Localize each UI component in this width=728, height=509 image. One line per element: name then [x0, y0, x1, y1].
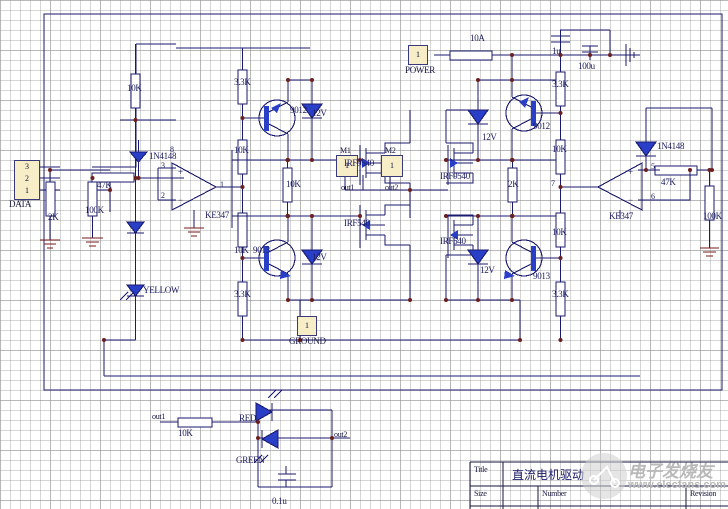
diode-label-12v-lower-right: 12V — [480, 265, 495, 275]
capacitor-label-01u: 0.1u — [272, 496, 287, 506]
mosfet-label-irf540-right: IRF540 — [440, 236, 466, 246]
resistor-label-100k-left: 100K — [85, 205, 104, 215]
opamp-left-pin-3: 3 — [161, 161, 165, 170]
opamp-right-plus: + — [628, 167, 633, 177]
watermark-brand: 电子发烧友 — [628, 462, 713, 482]
data-connector[interactable]: 3 2 1 — [14, 160, 40, 200]
power-connector[interactable]: 1 — [408, 45, 428, 65]
motor-m1-connector[interactable]: 1 — [336, 155, 358, 177]
data-connector-label: DATA — [9, 199, 32, 209]
transistor-label-9013-lower-right: 9013 — [533, 271, 550, 281]
motor-m1-label: M1 — [340, 146, 351, 155]
resistor-label-100k-right: 100K — [703, 211, 722, 221]
data-connector-pin-2: 2 — [25, 174, 29, 183]
net-label-out2-led: out2 — [334, 430, 348, 439]
resistor-label-10k-lower-right: 10K — [552, 227, 567, 237]
resistor-label-2k-right: 2K — [508, 179, 519, 189]
transistor-label-9012-upper-right: 9012 — [533, 121, 550, 131]
net-label-out1: out1 — [341, 183, 355, 192]
resistor-label-10k-topleft: 10K — [127, 83, 142, 93]
resistor-label-33k-lower-right: 3.3K — [552, 289, 569, 299]
diode-label-led-red: RED — [239, 413, 257, 423]
resistor-label-2k-left: 2K — [48, 212, 59, 222]
mosfet-label-irf540-left: IRF540 — [344, 218, 370, 228]
ground-connector-pin-1: 1 — [305, 321, 309, 330]
opamp-right-pin-5: 5 — [651, 162, 655, 171]
opamp-left-pin-8: 8 — [170, 145, 174, 154]
title-block-title-value: 直流电机驱动 — [512, 468, 585, 482]
resistor-label-10k-upper-left-mid: 10K — [234, 145, 249, 155]
power-connector-label: POWER — [405, 65, 436, 75]
diode-label-1n4148-right: 1N4148 — [657, 141, 685, 151]
opamp-left-minus: − — [178, 195, 183, 205]
diode-label-12v-lower-left: 12V — [312, 252, 327, 262]
resistor-label-10k-center: 10K — [286, 179, 301, 189]
opamp-left-pin-1: 1 — [220, 180, 224, 189]
diode-label-led-green: GREEN — [236, 455, 265, 465]
mosfet-label-irf9540-right: IRF9540 — [440, 171, 470, 181]
capacitor-label-100u: 100u — [578, 61, 595, 71]
capacitor-label-1u: 1u — [552, 46, 561, 56]
motor-m2-pin-1: 1 — [390, 161, 394, 170]
title-block-title-label: Title — [474, 465, 488, 474]
power-connector-pin-1: 1 — [416, 50, 420, 59]
resistor-label-10k-upper-right: 10K — [552, 144, 567, 154]
transistor-label-9013-lower-left: 9013 — [253, 245, 270, 255]
opamp-right-minus: − — [628, 195, 633, 205]
diode-label-led-yellow: YELLOW — [143, 285, 180, 295]
title-block-number-label: Number — [542, 489, 567, 498]
resistor-label-33k-upper-right: 3.3K — [552, 79, 569, 89]
transistor-label-9012-upper-left: 9012 — [290, 105, 307, 115]
resistor-label-10k-led: 10K — [178, 428, 193, 438]
resistor-label-33k-upper-left: 3.3K — [234, 77, 251, 87]
ground-connector[interactable]: 1 — [297, 316, 317, 336]
motor-m2-label: M2 — [385, 146, 396, 155]
opamp-left-plus: + — [178, 167, 183, 177]
opamp-left-pin-2: 2 — [161, 191, 165, 200]
title-block-revision-label: Revision — [690, 489, 717, 498]
motor-m1-pin-1: 1 — [345, 161, 349, 170]
fuse-label-10a: 10A — [470, 33, 485, 43]
opamp-right-pin-7: 7 — [551, 179, 555, 188]
diode-label-12v-upper-right: 12V — [482, 132, 497, 142]
data-connector-pin-3: 3 — [25, 162, 29, 171]
diode-label-12v-upper-left: 12V — [312, 108, 327, 118]
watermark-logo-icon — [581, 453, 627, 499]
resistor-label-10k-lower-left-mid: 10K — [234, 245, 249, 255]
net-label-out2: out2 — [385, 183, 399, 192]
net-label-out1-led: out1 — [152, 412, 166, 421]
mosfet-label-irf9540-left: IRF9540 — [344, 158, 374, 168]
watermark-url: www.elecfans.com — [628, 479, 727, 491]
opamp-label-ke347-left: KE347 — [205, 210, 229, 220]
resistor-label-33k-lower-left: 3.3K — [234, 289, 251, 299]
resistor-label-47k-left: 47K — [97, 180, 112, 190]
data-connector-pin-1: 1 — [25, 186, 29, 195]
title-block-size-label: Size — [474, 489, 487, 498]
diode-label-1n4148-left: 1N4148 — [149, 151, 177, 161]
watermark-logo-glyph — [589, 465, 620, 488]
ground-connector-label: GROUND — [289, 336, 326, 346]
opamp-label-ke347-right: KE347 — [609, 211, 633, 221]
motor-m2-connector[interactable]: 1 — [381, 155, 403, 177]
opamp-right-pin-6: 6 — [651, 192, 655, 201]
resistor-label-47k-right: 47K — [661, 177, 676, 187]
